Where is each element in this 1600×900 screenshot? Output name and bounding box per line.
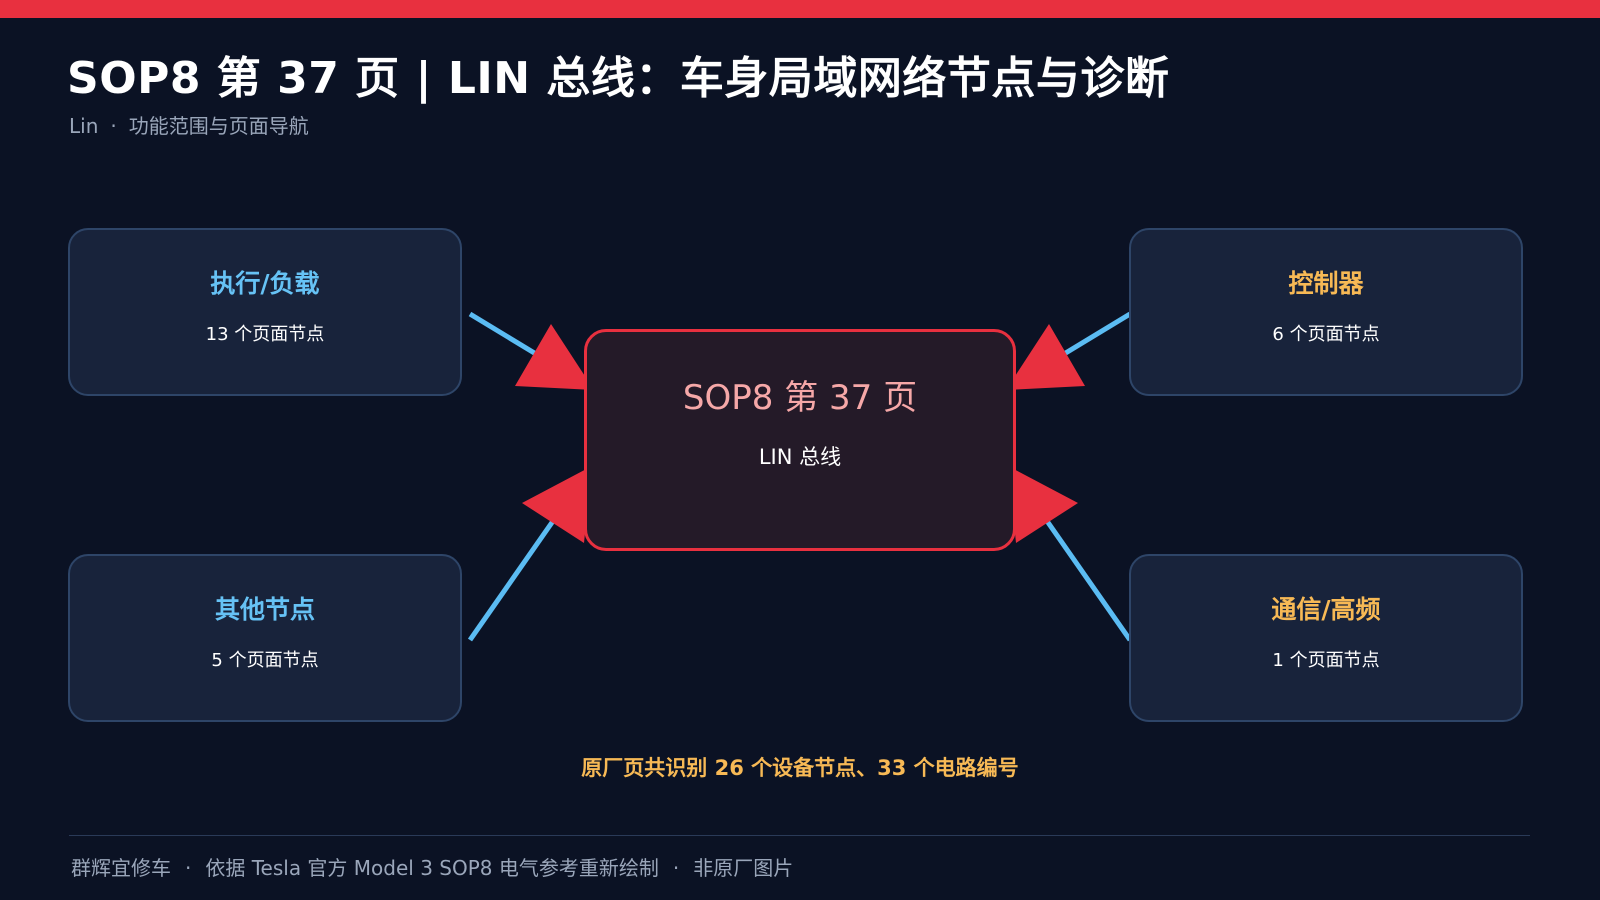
- connector-arrow-top-left: [515, 324, 594, 390]
- card-title: 其他节点: [214, 595, 315, 624]
- center-title: SOP8 第 37 页: [682, 378, 918, 418]
- card-other-nodes: 其他节点 5 个页面节点: [68, 554, 462, 722]
- footer: 群辉宜修车 · 依据 Tesla 官方 Model 3 SOP8 电气参考重新绘制 ·…: [71, 852, 793, 881]
- page-subtitle: Lin · 功能范围与页面导航: [69, 110, 309, 139]
- subtitle-separator: ·: [110, 114, 117, 138]
- card-count: 6 个页面节点: [1272, 324, 1380, 345]
- center-subtitle: LIN 总线: [758, 445, 842, 469]
- connector-line-bottom-right: [1044, 519, 1133, 642]
- connector-arrow-top-right: [1006, 324, 1085, 390]
- footer-source: 依据 Tesla 官方 Model 3 SOP8 电气参考重新绘制: [205, 856, 659, 880]
- card-title: 执行/负载: [210, 269, 320, 298]
- subtitle-description: 功能范围与页面导航: [128, 114, 309, 138]
- connector-line-bottom-left: [467, 519, 556, 642]
- card-comm-rf: 通信/高频 1 个页面节点: [1129, 554, 1523, 722]
- connector-arrow-bottom-right: [1008, 466, 1078, 543]
- subtitle-category: Lin: [69, 114, 99, 138]
- footer-separator: ·: [185, 856, 192, 880]
- summary-text: 原厂页共识别 26 个设备节点、33 个电路编号: [581, 756, 1019, 780]
- connector-arrow-bottom-left: [522, 466, 592, 543]
- card-title: 控制器: [1288, 269, 1364, 298]
- card-controller: 控制器 6 个页面节点: [1129, 228, 1523, 396]
- top-accent-bar: [0, 0, 1600, 18]
- page-title: SOP8 第 37 页 | LIN 总线：车身局域网络节点与诊断: [67, 53, 1170, 104]
- connector-line-top-left: [468, 311, 538, 357]
- card-title: 通信/高频: [1271, 595, 1381, 624]
- footer-disclaimer: 非原厂图片: [693, 856, 794, 880]
- footer-separator: ·: [672, 856, 680, 880]
- card-count: 13 个页面节点: [205, 324, 325, 345]
- card-actuator-load: 执行/负载 13 个页面节点: [68, 228, 462, 396]
- card-count: 5 个页面节点: [211, 650, 319, 671]
- footer-divider: [69, 835, 1530, 836]
- card-count: 1 个页面节点: [1272, 650, 1380, 671]
- connector-line-top-right: [1062, 311, 1132, 357]
- footer-brand: 群辉宜修车: [71, 856, 171, 880]
- center-node: SOP8 第 37 页 LIN 总线: [584, 329, 1016, 551]
